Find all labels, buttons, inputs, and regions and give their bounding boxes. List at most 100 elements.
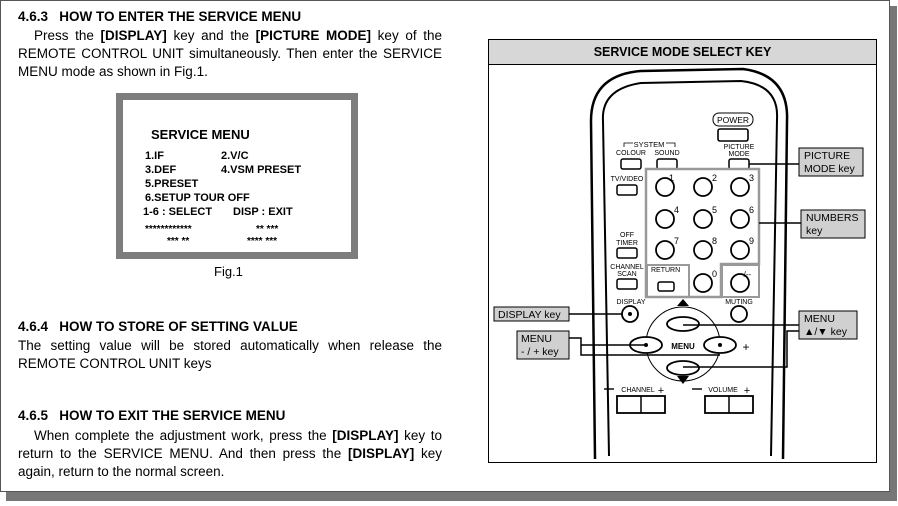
service-menu-display: SERVICE MENU 1.IF 2.V/C 3.DEF 4.VSM PRES… bbox=[123, 100, 351, 252]
number-0-button[interactable] bbox=[693, 273, 713, 293]
number-8-button[interactable] bbox=[693, 240, 713, 260]
power-label-frame bbox=[712, 112, 754, 127]
section-number: 4.6.3 bbox=[18, 9, 49, 24]
figure-caption: Fig.1 bbox=[214, 264, 243, 279]
picture-mode-button[interactable] bbox=[728, 158, 750, 170]
number-4-button[interactable] bbox=[655, 209, 675, 229]
menu-up-button[interactable] bbox=[666, 316, 700, 332]
number-2-button[interactable] bbox=[693, 177, 713, 197]
service-menu-screen: SERVICE MENU 1.IF 2.V/C 3.DEF 4.VSM PRES… bbox=[116, 93, 358, 259]
menu-lr-callout bbox=[516, 330, 570, 360]
section-number: 4.6.4 bbox=[18, 319, 49, 334]
return-button[interactable] bbox=[657, 281, 675, 292]
picture-mode-key-ref: [PICTURE MODE] bbox=[255, 28, 372, 43]
menu-ud-callout-line2: ▲/▼ key bbox=[804, 326, 848, 338]
menu-plus-icon: + bbox=[742, 340, 749, 354]
colour-button[interactable] bbox=[620, 158, 642, 170]
exit-instructions: When complete the adjustment work, press… bbox=[18, 427, 442, 481]
manual-page: 4.6.3 HOW TO ENTER THE SERVICE MENU Pres… bbox=[0, 0, 890, 492]
section-number: 4.6.5 bbox=[18, 408, 49, 423]
menu-exit-hint: DISP : EXIT bbox=[233, 206, 293, 218]
muting-button[interactable] bbox=[730, 305, 748, 323]
number-7-label: 7 bbox=[674, 236, 679, 246]
section-heading-exit-service-menu: 4.6.5 HOW TO EXIT THE SERVICE MENU bbox=[18, 408, 285, 423]
tvvideo-button[interactable] bbox=[616, 184, 638, 196]
page-shadow-right bbox=[890, 6, 897, 498]
text-run: When complete the adjustment work, press… bbox=[34, 428, 333, 443]
display-key-ref: [DISPLAY] bbox=[347, 446, 415, 461]
menu-item-vsm-preset: 4.VSM PRESET bbox=[221, 164, 302, 176]
number-9-button[interactable] bbox=[730, 240, 750, 260]
menu-plus-dot bbox=[718, 343, 722, 347]
menu-ud-leader bbox=[683, 324, 799, 368]
number-6-button[interactable] bbox=[730, 209, 750, 229]
channel-plus-icon: + bbox=[658, 385, 664, 397]
text-run: key of the REMOTE CONTROL UNIT simultane… bbox=[18, 28, 442, 79]
sound-button[interactable] bbox=[656, 158, 678, 170]
number-7-button[interactable] bbox=[655, 240, 675, 260]
number-2-label: 2 bbox=[712, 173, 717, 183]
timer-label: TIMER bbox=[616, 240, 638, 247]
menu-item-vc: 2.V/C bbox=[221, 150, 249, 162]
section-title: HOW TO ENTER THE SERVICE MENU bbox=[59, 9, 302, 24]
menu-placeholder: **** *** bbox=[247, 236, 278, 247]
text-run: key and the bbox=[166, 28, 256, 43]
number-5-button[interactable] bbox=[693, 209, 713, 229]
channel-scan-label: CHANNEL bbox=[610, 264, 644, 271]
number-6-label: 6 bbox=[749, 205, 754, 215]
number-1-button[interactable] bbox=[655, 177, 675, 197]
numbers-callout-line2: key bbox=[806, 225, 823, 237]
enter-instructions: Press the [DISPLAY] key and the [PICTURE… bbox=[18, 27, 442, 81]
picture-mode-callout bbox=[798, 147, 864, 177]
volume-plus-icon: + bbox=[744, 385, 750, 397]
scan-label: SCAN bbox=[617, 271, 636, 278]
dashes-button[interactable] bbox=[730, 273, 750, 293]
menu-placeholder: *** ** bbox=[167, 236, 190, 247]
text-run: key again, return to the normal screen. bbox=[18, 446, 442, 479]
dashes-label: -/-- bbox=[741, 270, 752, 279]
off-timer-button[interactable] bbox=[616, 247, 638, 259]
remote-body-outer bbox=[589, 67, 789, 460]
numbers-callout bbox=[800, 209, 866, 239]
number-0-label: 0 bbox=[712, 269, 717, 279]
number-9-label: 9 bbox=[749, 236, 754, 246]
section-heading-enter-service-menu: 4.6.3 HOW TO ENTER THE SERVICE MENU bbox=[18, 9, 301, 24]
page-shadow-bottom bbox=[6, 492, 897, 501]
mode-label: MODE bbox=[729, 151, 750, 158]
colour-label: COLOUR bbox=[616, 150, 646, 157]
picture-mode-callout-line1: PICTURE bbox=[804, 150, 850, 162]
menu-up-arrow-icon bbox=[677, 299, 689, 306]
return-key-highlight bbox=[646, 264, 690, 298]
system-bracket bbox=[623, 142, 676, 147]
store-instructions: The setting value will be stored automat… bbox=[18, 338, 442, 371]
menu-item-preset: 5.PRESET bbox=[145, 178, 199, 190]
section-heading-store-setting: 4.6.4 HOW TO STORE OF SETTING VALUE bbox=[18, 319, 298, 334]
number-3-button[interactable] bbox=[730, 177, 750, 197]
system-label: SYSTEM bbox=[634, 140, 665, 149]
power-button[interactable] bbox=[717, 128, 749, 142]
number-8-label: 8 bbox=[712, 236, 717, 246]
menu-ud-callout-line1: MENU bbox=[804, 313, 835, 325]
channel-scan-button[interactable] bbox=[616, 278, 638, 290]
dashes-key-highlight bbox=[721, 264, 760, 298]
section-title: HOW TO EXIT THE SERVICE MENU bbox=[59, 408, 286, 423]
menu-center-label: MENU bbox=[671, 342, 695, 351]
display-label: DISPLAY bbox=[616, 299, 645, 306]
menu-down-arrow-icon bbox=[677, 376, 689, 384]
display-key-ref: [DISPLAY] bbox=[100, 28, 167, 43]
remote-body-outline bbox=[601, 79, 779, 457]
power-label: POWER bbox=[717, 115, 749, 125]
return-label: RETURN bbox=[651, 267, 680, 274]
off-label: OFF bbox=[620, 232, 634, 239]
display-key-ref: [DISPLAY] bbox=[332, 428, 399, 443]
menu-select-hint: 1-6 : SELECT bbox=[143, 206, 213, 218]
menu-placeholder: ************ bbox=[145, 224, 192, 235]
menu-down-button[interactable] bbox=[666, 360, 700, 376]
picture-mode-callout-line2: MODE key bbox=[804, 163, 856, 175]
menu-item-def: 3.DEF bbox=[145, 164, 177, 176]
section-title: HOW TO STORE OF SETTING VALUE bbox=[59, 319, 298, 334]
menu-placeholder: ** *** bbox=[256, 224, 279, 235]
text-run: key to return to the SERVICE MENU. And t… bbox=[18, 428, 442, 461]
muting-label: MUTING bbox=[725, 299, 753, 306]
